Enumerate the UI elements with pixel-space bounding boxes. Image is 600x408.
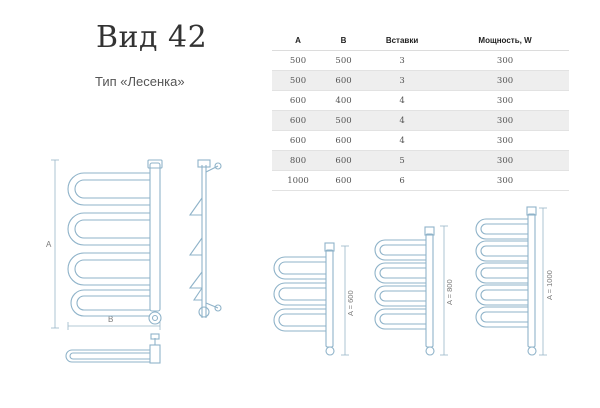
front-view-drawing: A B [46, 159, 163, 330]
table-row: 500 600 3 300 [272, 70, 569, 91]
top-view-drawing [65, 333, 161, 364]
table-cell: 300 [441, 130, 569, 151]
table-cell: 300 [441, 110, 569, 131]
table-row: 500 500 3 300 [272, 50, 569, 71]
variant-800-label: A = 800 [445, 279, 454, 305]
table-cell: 300 [441, 50, 569, 71]
table-cell: 4 [363, 90, 442, 111]
variant-600-drawing: A = 600 [273, 242, 355, 356]
table-cell: 600 [324, 170, 364, 191]
table-cell: 3 [363, 70, 442, 91]
table-cell: 4 [363, 110, 442, 131]
table-cell: 4 [363, 130, 442, 151]
col-header-inserts: Вставки [363, 30, 442, 51]
table-cell: 6 [363, 170, 442, 191]
table-cell: 300 [441, 170, 569, 191]
table-cell: 600 [324, 130, 364, 151]
table-cell: 300 [441, 150, 569, 171]
variant-1000-drawing: A = 1000 [475, 206, 554, 356]
variant-800-drawing: A = 800 [374, 225, 454, 356]
table-cell: 300 [441, 90, 569, 111]
table-cell: 600 [272, 110, 325, 131]
dim-label-a: A [46, 240, 52, 249]
table-row: 1000 600 6 300 [272, 170, 569, 191]
col-header-power: Мощность, W [441, 30, 569, 51]
table-cell: 300 [441, 70, 569, 91]
side-view-drawing [188, 159, 222, 318]
table-cell: 600 [324, 70, 364, 91]
table-cell: 1000 [272, 170, 325, 191]
table-cell: 3 [363, 50, 442, 71]
table-cell: 500 [324, 50, 364, 71]
table-cell: 500 [324, 110, 364, 131]
col-header-a: A [272, 30, 325, 51]
page-title: Вид 42 [96, 20, 208, 55]
table-cell: 500 [272, 50, 325, 71]
table-row: 800 600 5 300 [272, 150, 569, 171]
table-header-row: A B Вставки Мощность, W [272, 30, 569, 51]
table-cell: 600 [272, 90, 325, 111]
table-cell: 5 [363, 150, 442, 171]
dim-label-b: B [108, 315, 113, 324]
col-header-b: B [324, 30, 364, 51]
table-row: 600 500 4 300 [272, 110, 569, 131]
table-cell: 500 [272, 70, 325, 91]
table-cell: 400 [324, 90, 364, 111]
page-subtitle: Тип «Лесенка» [95, 74, 185, 89]
table-cell: 600 [272, 130, 325, 151]
table-row: 600 400 4 300 [272, 90, 569, 111]
table-cell: 800 [272, 150, 325, 171]
table-cell: 600 [324, 150, 364, 171]
variant-1000-label: A = 1000 [545, 270, 554, 300]
table-row: 600 600 4 300 [272, 130, 569, 151]
spec-table: A B Вставки Мощность, W 500 500 3 300 50… [272, 30, 569, 191]
variant-600-label: A = 600 [346, 290, 355, 316]
